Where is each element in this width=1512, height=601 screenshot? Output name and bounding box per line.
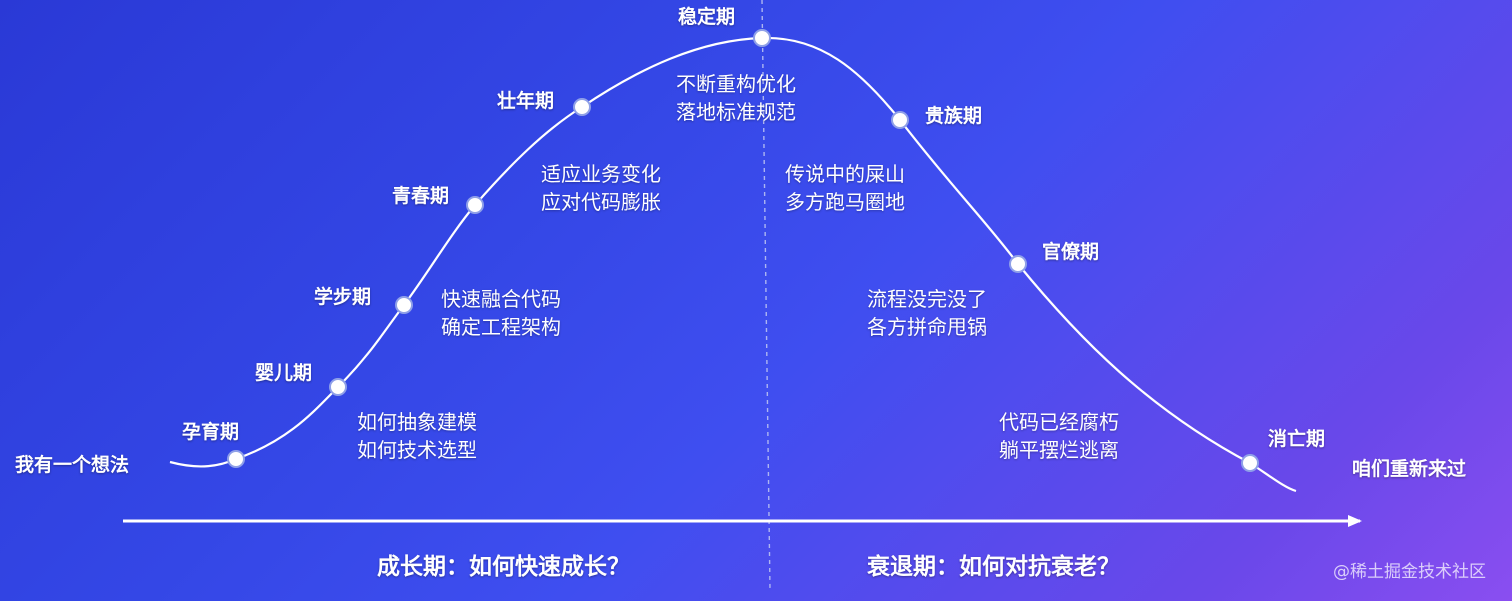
node-aristocracy: [891, 111, 909, 129]
node-bureaucracy: [1009, 255, 1027, 273]
description-line: 应对代码膨胀: [541, 190, 661, 214]
node-prime: [573, 98, 591, 116]
stage-label-start: 我有一个想法: [15, 454, 130, 476]
description-line: 不断重构优化: [676, 72, 796, 96]
description-bureaucracy: 流程没完没了 各方拼命甩锅: [867, 285, 987, 341]
watermark: @稀土掘金技术社区: [1333, 562, 1486, 582]
description-infancy: 如何抽象建模 如何技术选型: [357, 408, 477, 464]
stage-label-bureaucracy: 官僚期: [1042, 241, 1100, 263]
node-infancy: [329, 378, 347, 396]
node-youth: [466, 196, 484, 214]
node-death: [1241, 454, 1259, 472]
description-stable: 不断重构优化 落地标准规范: [676, 70, 796, 126]
stage-label-infancy: 婴儿期: [255, 362, 313, 384]
stage-label-youth: 青春期: [392, 185, 450, 207]
node-pregnancy: [227, 450, 245, 468]
description-youth: 适应业务变化 应对代码膨胀: [541, 160, 661, 216]
stage-label-stable: 稳定期: [678, 6, 736, 28]
description-aristocracy: 传说中的屎山 多方跑马圈地: [785, 160, 905, 216]
stage-nodes: [227, 29, 1259, 472]
description-line: 躺平摆烂逃离: [999, 438, 1119, 462]
description-line: 如何技术选型: [357, 438, 477, 462]
phase-caption-growth: 成长期：如何快速成长？: [377, 554, 630, 580]
node-stable: [753, 29, 771, 47]
stage-label-death: 消亡期: [1268, 428, 1326, 450]
description-death: 代码已经腐朽 躺平摆烂逃离: [999, 408, 1119, 464]
stage-label-aristocracy: 贵族期: [925, 105, 983, 127]
description-line: 各方拼命甩锅: [867, 315, 987, 339]
description-line: 多方跑马圈地: [785, 190, 905, 214]
description-line: 流程没完没了: [867, 287, 987, 311]
description-line: 代码已经腐朽: [999, 410, 1119, 434]
stage-label-toddler: 学步期: [314, 286, 372, 308]
description-line: 传说中的屎山: [785, 162, 905, 186]
description-line: 适应业务变化: [541, 162, 661, 186]
description-line: 落地标准规范: [676, 100, 796, 124]
description-line: 快速融合代码: [441, 287, 561, 311]
description-line: 如何抽象建模: [357, 410, 477, 434]
stage-label-restart: 咱们重新来过: [1352, 458, 1467, 480]
description-line: 确定工程架构: [441, 315, 561, 339]
stage-label-pregnancy: 孕育期: [182, 421, 240, 443]
description-toddler: 快速融合代码 确定工程架构: [441, 285, 561, 341]
stage-label-prime: 壮年期: [497, 90, 555, 112]
phase-caption-decline: 衰退期：如何对抗衰老？: [867, 554, 1120, 580]
center-divider: [761, 0, 771, 591]
node-toddler: [395, 296, 413, 314]
